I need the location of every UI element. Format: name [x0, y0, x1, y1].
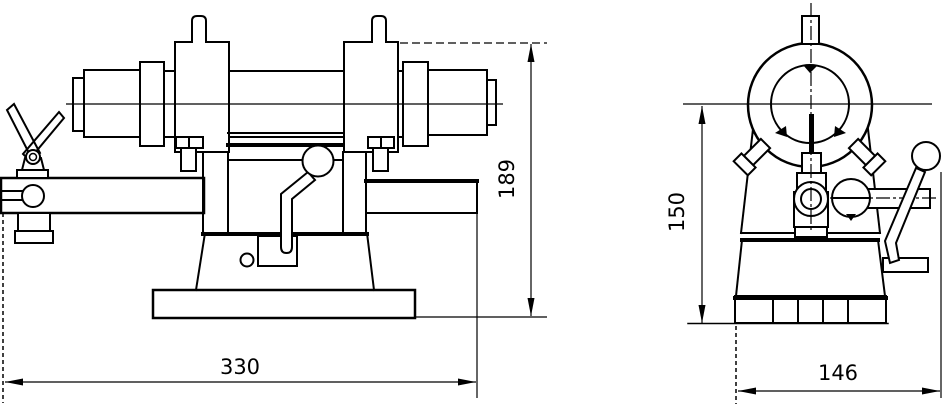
v-clamp-pivot-outer	[25, 149, 41, 165]
right-t-bolt-stem	[372, 147, 389, 172]
side-base-band	[734, 295, 887, 324]
base-hole	[239, 252, 255, 268]
v-clamp-plate	[16, 169, 49, 179]
ball-lever	[280, 144, 335, 255]
dimension-189: 189	[400, 42, 547, 318]
front-view	[0, 15, 503, 403]
dim-330-label: 330	[220, 355, 260, 379]
body-left-side	[739, 127, 755, 235]
bearing-housings	[174, 15, 399, 153]
hand-lever-ball	[911, 141, 941, 171]
left-t-bolt-stem	[180, 147, 197, 172]
dimension-330: 330	[5, 180, 478, 398]
right-arm-assembly	[364, 179, 479, 214]
bore-wedge-left	[775, 126, 787, 137]
left-arm-assembly	[0, 176, 206, 244]
dim-146-arrow-left	[738, 387, 756, 395]
t-bolts	[175, 136, 395, 172]
base-slab	[151, 288, 417, 320]
spindle-right-cylinder	[427, 69, 488, 136]
dim-150-arrow-top	[698, 106, 706, 124]
left-bearing-housing	[174, 41, 230, 153]
hand-lever-shaft	[883, 166, 927, 265]
arm-knob	[21, 184, 45, 208]
v-clamp-left-prong	[5, 102, 42, 161]
side-base-right-slope	[876, 238, 887, 298]
dim-189-arrow-bottom	[527, 298, 535, 316]
v-clamp	[5, 102, 66, 179]
angle-screws	[732, 137, 887, 177]
dimensions: 330 189 150 146	[5, 42, 942, 404]
dim-189-arrow-top	[527, 44, 535, 62]
dim-150-label: 150	[665, 192, 689, 232]
right-angle-screw	[847, 137, 887, 177]
ball-lever-shaft	[280, 170, 317, 255]
right-angle-screw-head	[862, 152, 887, 177]
body-right-side	[866, 127, 882, 235]
right-arm	[365, 179, 478, 214]
arm-hanger-block-upper	[17, 212, 51, 232]
hand-lever	[882, 141, 941, 273]
dim-330-arrow-left	[5, 378, 23, 386]
side-base	[687, 238, 889, 325]
base-left-slope	[194, 231, 207, 292]
arm-hanger-block-lower	[14, 230, 54, 244]
dim-330-arrow-right	[458, 378, 476, 386]
right-bearing-housing	[343, 41, 399, 153]
ball-lever-knob	[301, 144, 335, 178]
dim-146-arrow-right	[922, 387, 940, 395]
dimension-146: 146	[735, 172, 942, 404]
clamp-screw-notch	[846, 214, 856, 221]
dim-146-label: 146	[818, 361, 858, 385]
left-angle-screw-head	[732, 151, 758, 177]
side-view	[683, 3, 941, 325]
spindle-right-endcap	[486, 79, 497, 126]
base-right-slope	[365, 231, 376, 292]
dimension-150: 150	[665, 106, 706, 323]
dim-189-label: 189	[495, 159, 519, 199]
bore-wedge-right	[834, 126, 846, 137]
dim-150-arrow-bottom	[698, 305, 706, 323]
side-base-left-slope	[734, 238, 744, 298]
left-housing-pin	[191, 15, 207, 43]
v-clamp-pivot-inner	[28, 152, 38, 162]
left-angle-screw	[732, 137, 772, 177]
right-housing-pin	[371, 15, 387, 43]
